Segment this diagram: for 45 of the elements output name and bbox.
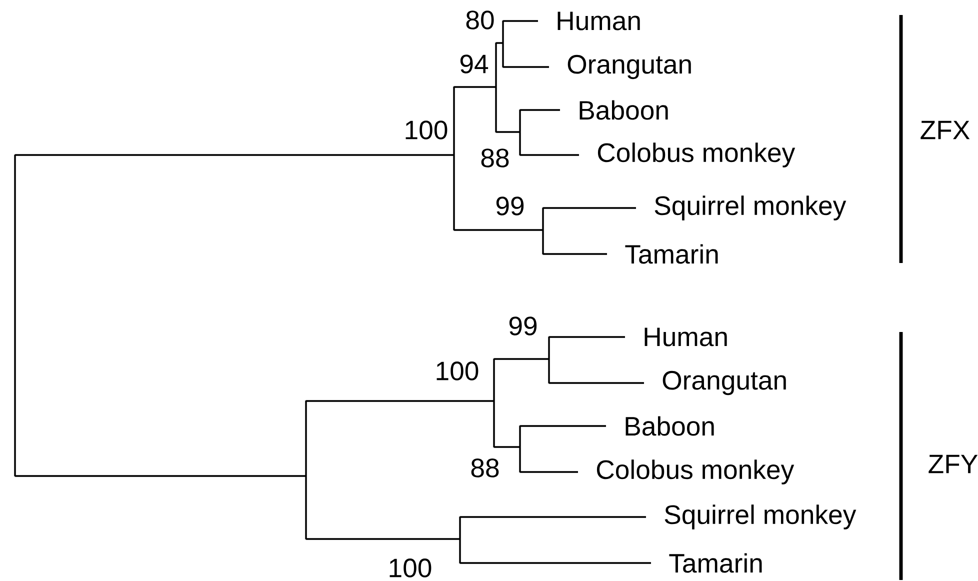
tree-branch (306, 400, 494, 402)
tree-branch (496, 42, 503, 44)
bootstrap-value: 99 (509, 316, 537, 336)
tree-branch (454, 229, 543, 231)
bootstrap-value: 88 (481, 148, 509, 168)
taxon-label: Orangutan (568, 54, 691, 80)
tree-branch (494, 446, 520, 448)
tree-branch (15, 475, 306, 477)
taxon-label: Baboon (580, 100, 668, 120)
tree-branch (520, 471, 578, 473)
tree-branch (460, 562, 651, 564)
taxon-label: Tamarin (669, 553, 762, 573)
tree-branch (520, 154, 579, 156)
taxon-label: Colobus monkey (598, 142, 796, 168)
taxon-label: Squirrel monkey (654, 196, 846, 220)
tree-branch (306, 538, 460, 540)
bootstrap-value: 80 (466, 10, 494, 30)
tree-branch (549, 382, 644, 384)
tree-branch (494, 358, 549, 360)
tree-branch (503, 66, 549, 68)
bootstrap-value: 100 (406, 120, 448, 140)
taxon-label: Squirrel monkey (664, 504, 856, 530)
taxon-label: Human (558, 12, 640, 30)
bootstrap-value: 88 (471, 458, 499, 478)
tree-branch (543, 253, 607, 255)
bootstrap-value: 100 (390, 558, 432, 578)
tree-branch (15, 154, 454, 156)
tree-branch (454, 86, 496, 88)
bootstrap-value: 99 (496, 196, 524, 216)
bootstrap-value: 100 (436, 362, 478, 380)
bootstrap-value: 94 (460, 54, 488, 74)
tree-branch (496, 131, 520, 133)
clade-label: ZFY (928, 454, 978, 474)
taxon-label: Orangutan (662, 370, 786, 396)
tree-branch (460, 516, 646, 518)
tree-branch (520, 109, 560, 111)
taxon-label: Human (644, 328, 727, 346)
tree-branch (520, 425, 606, 427)
clade-label: ZFX (920, 120, 970, 140)
tree-branch (543, 207, 636, 209)
tree-branch (549, 336, 625, 338)
taxon-label: Tamarin (625, 244, 718, 264)
taxon-label: Colobus monkey (596, 460, 794, 484)
tree-branch (503, 20, 538, 22)
taxon-label: Baboon (626, 416, 714, 436)
